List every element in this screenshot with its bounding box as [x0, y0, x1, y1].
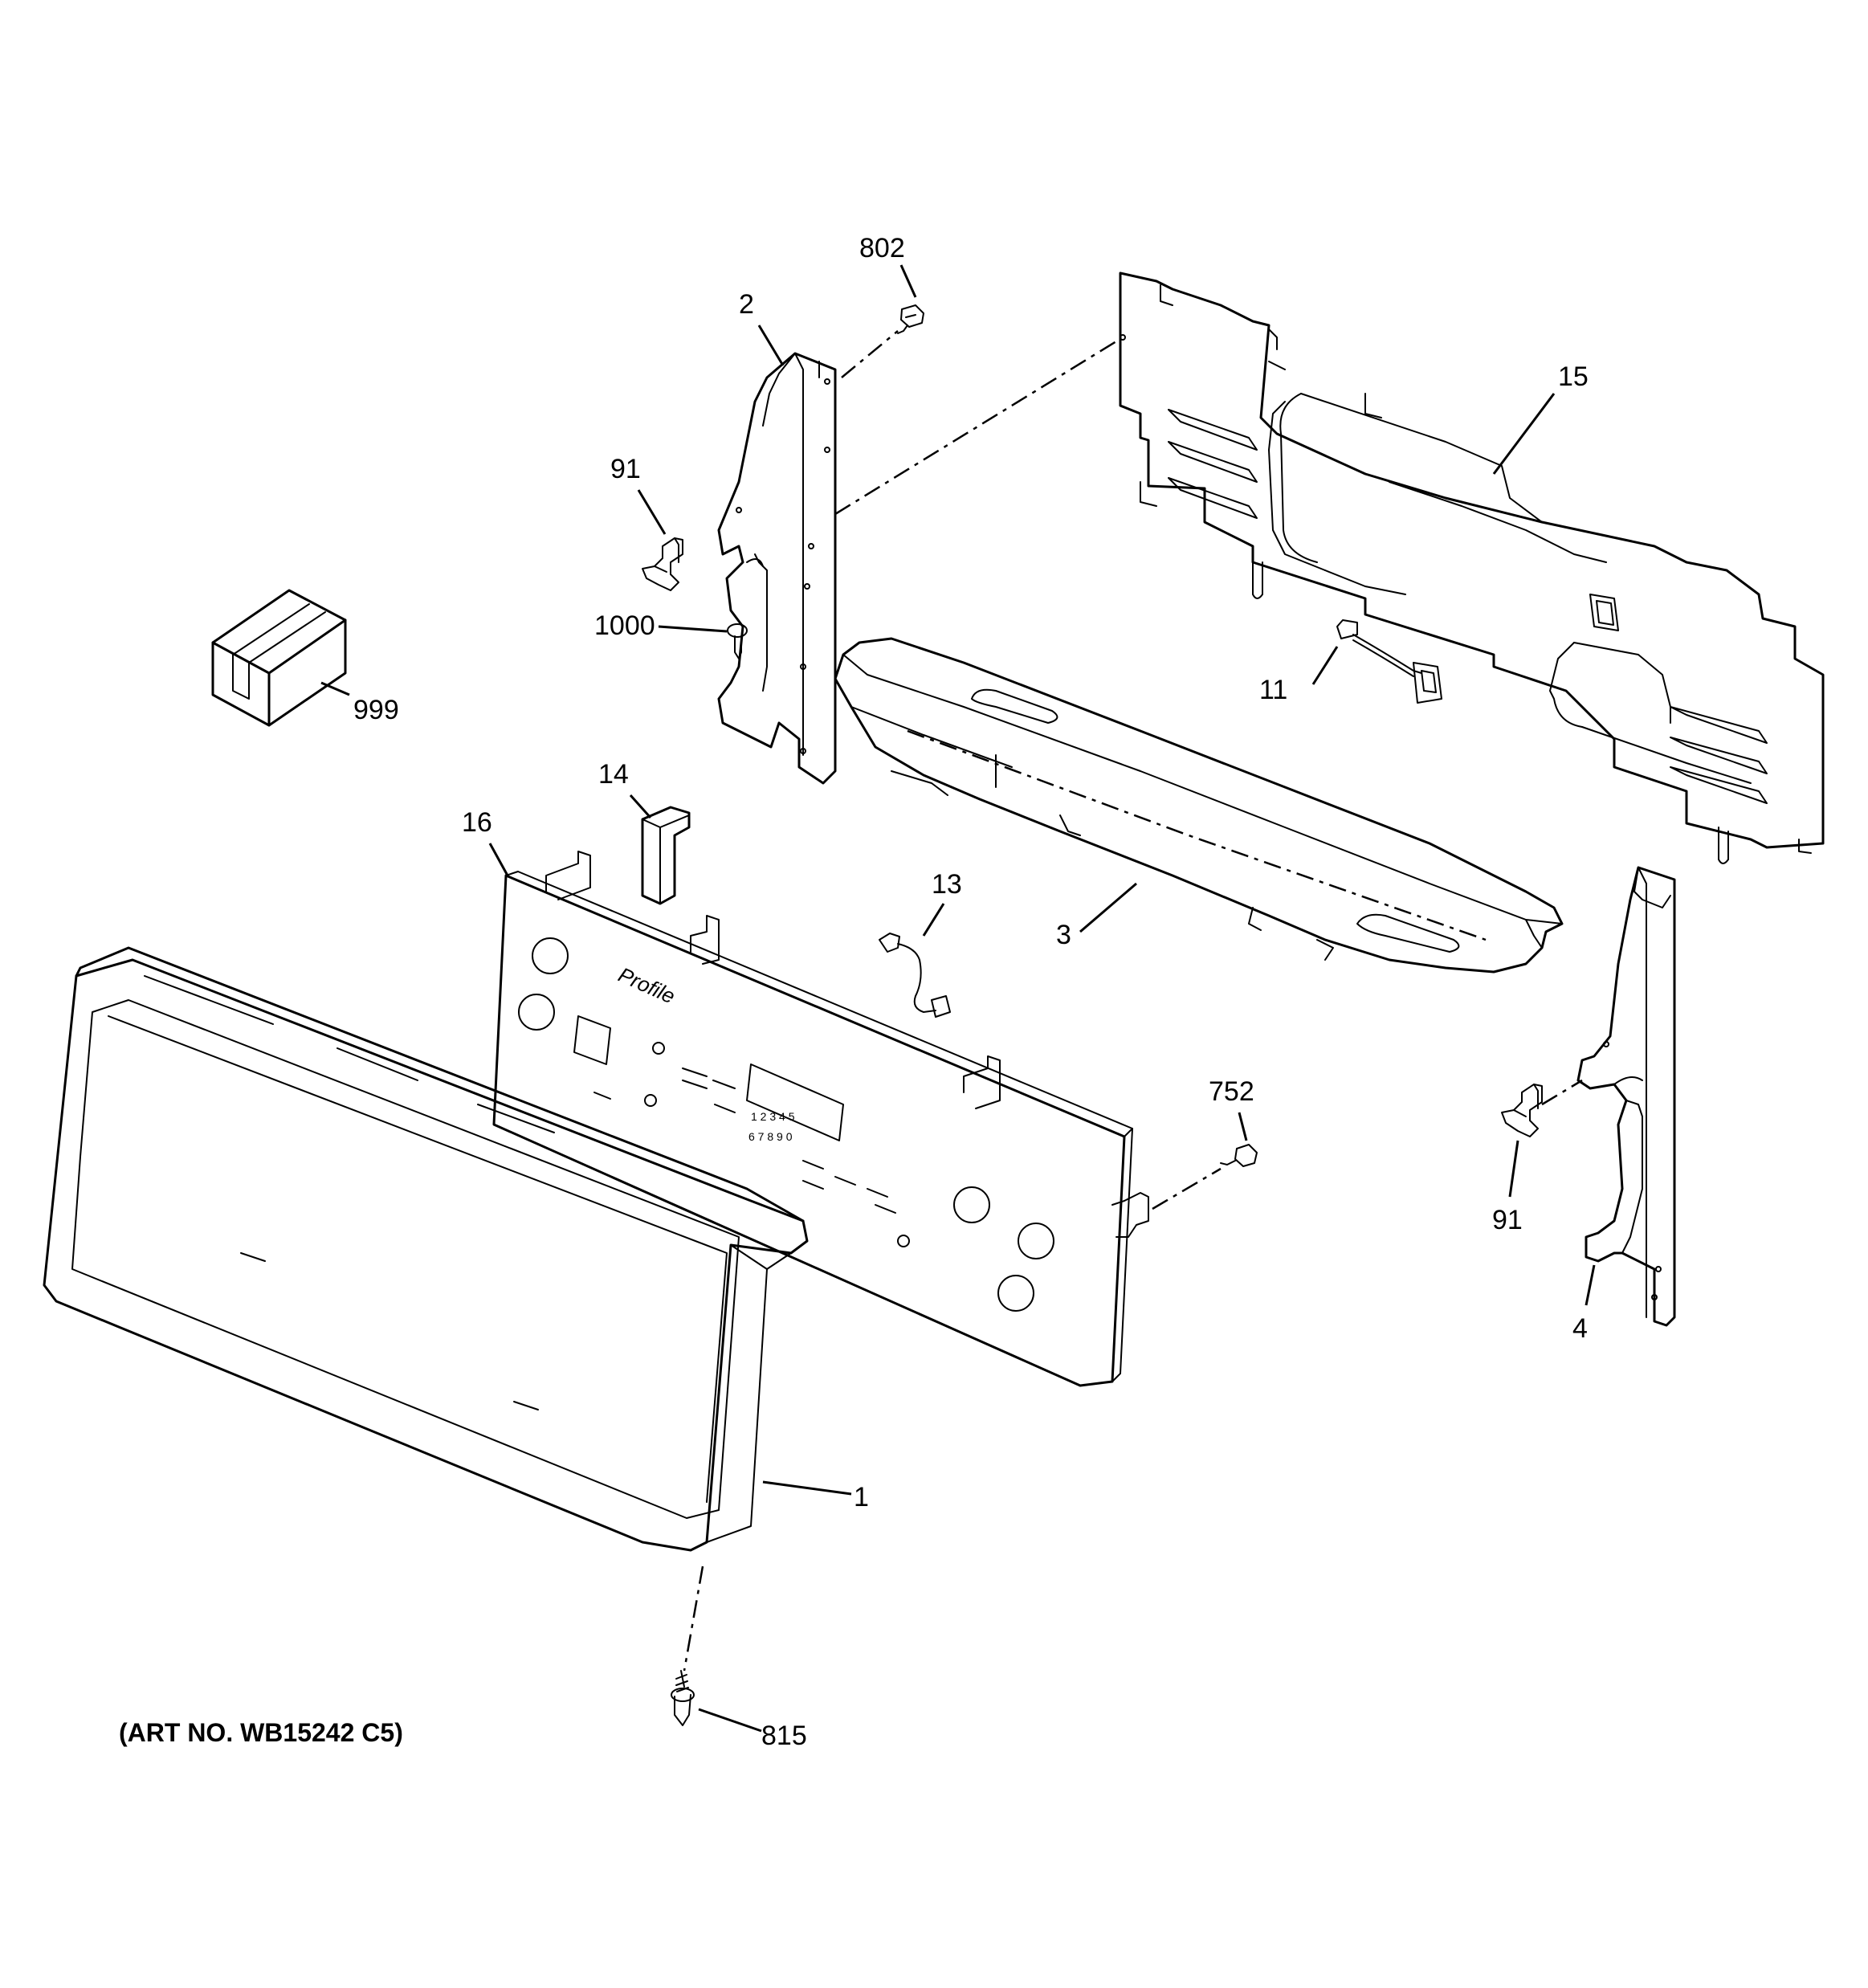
callout-15: 15 — [1558, 361, 1589, 392]
part-1000-screw — [727, 623, 748, 659]
part-91-left-clip — [642, 537, 683, 591]
callout-1000: 1000 — [594, 610, 655, 641]
svg-text:6 7 8 9 0: 6 7 8 9 0 — [748, 1130, 793, 1143]
part-4-right-side-bracket — [1576, 866, 1676, 1327]
callout-3: 3 — [1056, 920, 1071, 950]
callout-815: 815 — [761, 1721, 807, 1751]
svg-text:1 2 3 4 5: 1 2 3 4 5 — [751, 1110, 795, 1123]
part-815-screw — [671, 1670, 695, 1726]
callout-11: 11 — [1259, 675, 1287, 705]
callout-13: 13 — [932, 869, 962, 900]
part-2-left-side-bracket — [717, 352, 837, 785]
callout-labels: 802 2 15 91 1000 999 11 14 16 13 3 752 9… — [353, 233, 1589, 1751]
callout-1: 1 — [854, 1482, 869, 1512]
callout-4: 4 — [1572, 1313, 1588, 1344]
part-14-insert — [641, 806, 691, 905]
callout-2: 2 — [739, 289, 754, 320]
callout-91-left: 91 — [610, 454, 641, 484]
part-999-box — [211, 589, 347, 727]
part-802-screw — [897, 304, 924, 334]
art-number: (ART NO. WB15242 C5) — [119, 1718, 403, 1747]
callout-16: 16 — [462, 807, 492, 838]
panel-brand-label: Profile — [615, 962, 679, 1008]
part-1-front-frame — [43, 946, 809, 1552]
assembly-dashed-lines — [683, 330, 1583, 1672]
part-3-vent-duct — [834, 637, 1564, 974]
part-752-screw — [1220, 1144, 1258, 1167]
part-15-rear-panel — [1119, 271, 1825, 864]
part-16-control-panel: 1 2 3 4 5 6 7 8 9 0 Profile — [492, 851, 1149, 1387]
callout-802: 802 — [859, 233, 905, 263]
callout-999: 999 — [353, 695, 399, 725]
leader-lines — [320, 264, 1596, 1733]
callout-14: 14 — [598, 759, 629, 790]
callout-752: 752 — [1209, 1076, 1254, 1107]
callout-91-right: 91 — [1492, 1205, 1523, 1235]
part-11-wire-harness — [1336, 619, 1442, 704]
part-91-right-clip — [1501, 1084, 1543, 1137]
part-13-wire — [879, 933, 951, 1018]
